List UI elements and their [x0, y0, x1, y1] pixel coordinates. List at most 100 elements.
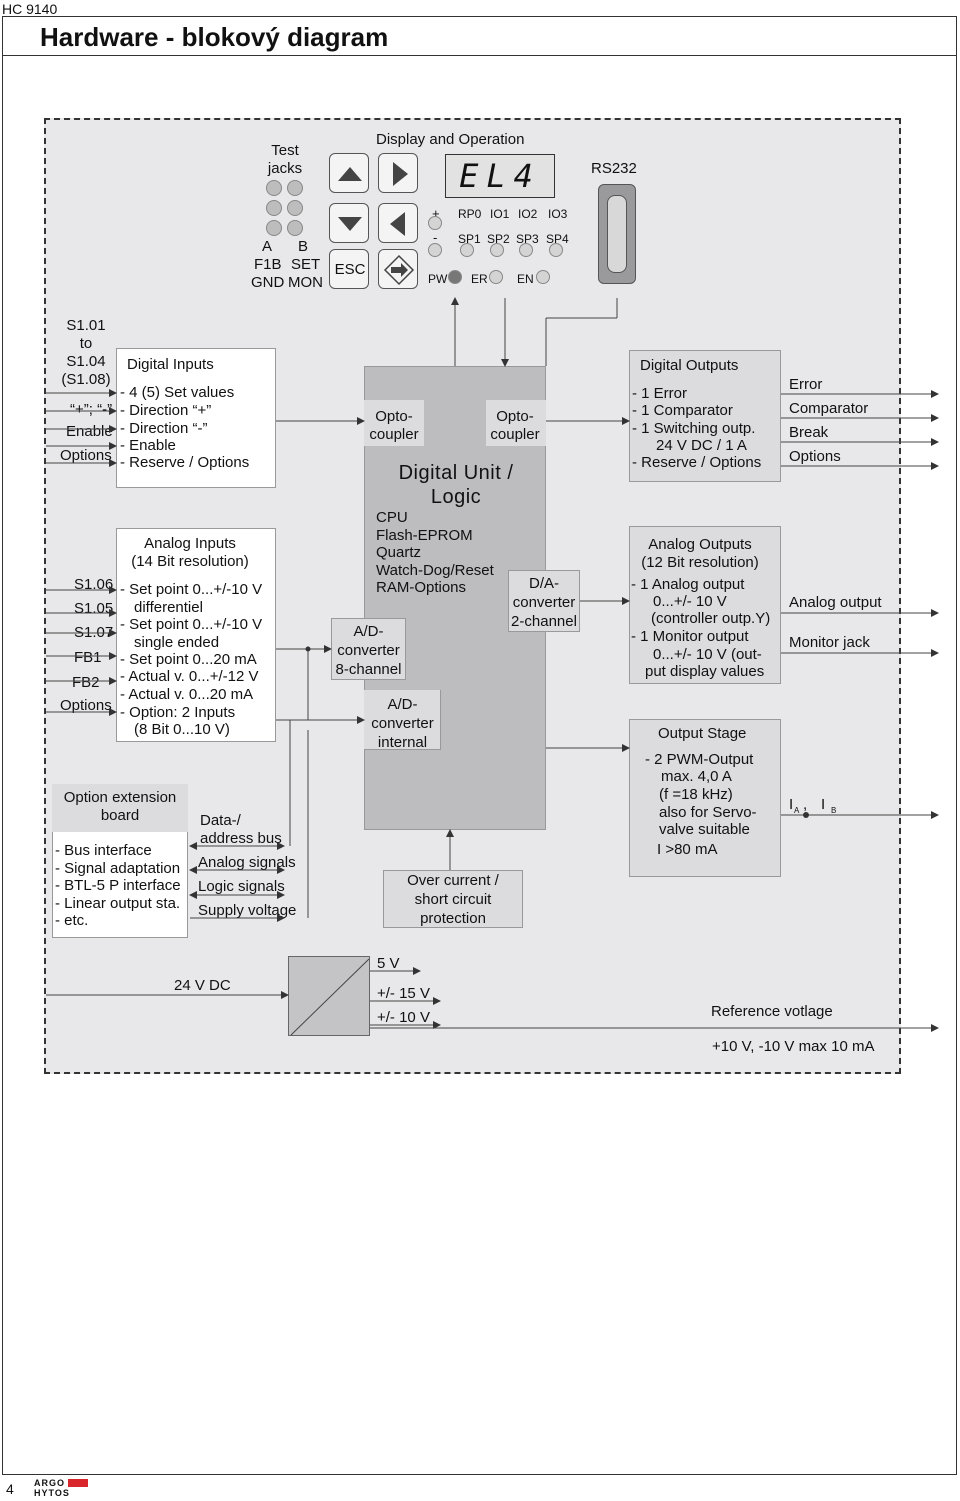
ai-side: FB1 [74, 649, 102, 666]
os-item: I >80 mA [657, 841, 718, 858]
adc-internal-box [364, 690, 441, 750]
ai-title: Analog Inputs(14 Bit resolution) [131, 535, 249, 570]
opto-left: Opto-coupler [369, 408, 419, 443]
page-box [2, 55, 957, 1475]
test-jack[interactable] [266, 220, 282, 236]
ao-signal: Analog output [789, 594, 882, 611]
right-button[interactable] [378, 153, 418, 193]
power-input: 24 V DC [174, 977, 231, 994]
rs232-connector-icon [598, 184, 636, 284]
jack-label: MON [288, 274, 323, 291]
sp1-label: SP1 [458, 232, 481, 246]
down-button[interactable] [329, 203, 369, 243]
jack-label: B [298, 238, 309, 255]
overcurrent-box [383, 870, 523, 928]
ao-item: put display values [645, 663, 765, 680]
arrow-down-icon [338, 217, 362, 231]
ao-item: - 1 Monitor output [631, 628, 749, 645]
pw-led [448, 270, 462, 284]
rs232-label: RS232 [591, 160, 637, 177]
diagonal-icon [290, 958, 370, 1036]
ref-value: +10 V, -10 V max 10 mA [712, 1038, 875, 1055]
enter-button[interactable] [378, 249, 418, 289]
io1-label: IO1 [490, 207, 510, 221]
os-title: Output Stage [658, 725, 747, 742]
esc-label: ESC [334, 261, 366, 278]
test-jack[interactable] [287, 200, 303, 216]
do-item: 24 V DC / 1 A [656, 437, 747, 454]
ai-side: S1.06 [74, 576, 114, 593]
enter-icon [383, 254, 415, 286]
ob-item: - etc. [55, 912, 89, 929]
current-ib: I [821, 796, 826, 813]
di-item: - Reserve / Options [120, 454, 250, 471]
power-out: +/- 10 V [377, 1009, 430, 1026]
test-jack[interactable] [287, 220, 303, 236]
plus-label: + [432, 206, 440, 221]
led [519, 243, 533, 257]
esc-button[interactable]: ESC [329, 249, 369, 289]
os-item: valve suitable [659, 821, 750, 838]
current-ia: I [789, 796, 794, 813]
current-ia-sub: A [794, 806, 800, 815]
option-board-title-bg [52, 784, 188, 832]
ai-item: single ended [134, 634, 220, 651]
digital-outputs-box [629, 350, 781, 482]
do-item: - 1 Error [632, 385, 688, 402]
unit-title: Digital Unit /Logic [398, 462, 514, 508]
ai-item: - Set point 0...20 mA [120, 651, 257, 668]
up-button[interactable] [329, 153, 369, 193]
test-jack[interactable] [287, 180, 303, 196]
ao-item: (controller outp.Y) [651, 610, 771, 627]
di-item: - Enable [120, 437, 176, 454]
power-out: 5 V [377, 955, 400, 972]
en-led [536, 270, 550, 284]
argo-hytos-logo: ARGO HYTOS [34, 1478, 90, 1498]
logo-word: ARGO [34, 1478, 65, 1488]
arrow-right-icon [393, 162, 408, 186]
os-item: (f =18 kHz) [659, 786, 733, 803]
do-item: - 1 Switching outp. [632, 420, 756, 437]
minus-label: - [433, 230, 438, 245]
current-ib-sub: B [831, 806, 837, 815]
rp0-label: RP0 [458, 207, 482, 221]
di-side-options: Options [60, 447, 112, 464]
os-item: - 2 PWM-Output [645, 751, 754, 768]
test-jack[interactable] [266, 200, 282, 216]
logo-word: HYTOS [34, 1488, 70, 1498]
io2-label: IO2 [518, 207, 538, 221]
left-button[interactable] [378, 203, 418, 243]
ai-item: - Actual v. 0...+/-12 V [120, 668, 259, 685]
ao-title: Analog Outputs(12 Bit resolution) [641, 536, 759, 571]
do-signal: Break [789, 424, 829, 441]
di-side-plusminus: “+”; “-” [70, 401, 113, 418]
er-label: ER [471, 272, 488, 286]
ob-signal: Logic signals [198, 878, 285, 895]
os-item: max. 4,0 A [661, 768, 732, 785]
os-item: also for Servo- [659, 804, 757, 821]
ai-item: - Option: 2 Inputs [120, 704, 236, 721]
di-side-enable: Enable [66, 423, 113, 440]
led [460, 243, 474, 257]
ai-side: Options [60, 697, 112, 714]
led [428, 216, 442, 230]
sp2-label: SP2 [487, 232, 510, 246]
page-title: Hardware - blokový diagram [40, 22, 389, 52]
digital-inputs-box [116, 348, 276, 488]
ai-item: (8 Bit 0...10 V) [134, 721, 230, 738]
di-item: - 4 (5) Set values [120, 384, 235, 401]
test-jack[interactable] [266, 180, 282, 196]
ao-item: 0...+/- 10 V (out- [653, 646, 762, 663]
jack-label: GND [251, 274, 285, 291]
header-box [2, 16, 957, 56]
ao-item: 0...+/- 10 V [653, 593, 727, 610]
er-led [489, 270, 503, 284]
output-stage-box [629, 719, 781, 877]
do-title: Digital Outputs [640, 357, 739, 374]
doc-code: HC 9140 [2, 1, 58, 17]
